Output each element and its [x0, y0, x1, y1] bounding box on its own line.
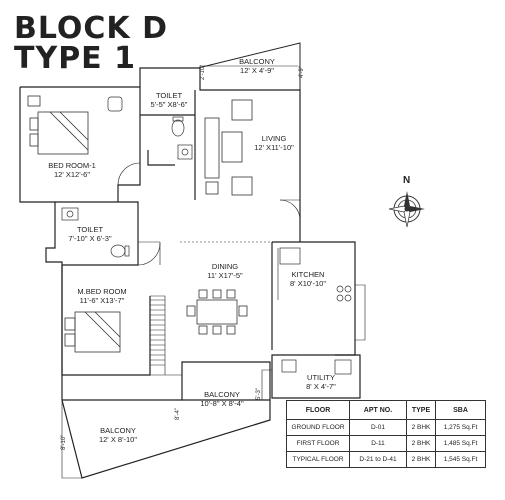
room-size: 12' X12'-6" [54, 170, 90, 179]
outer-wall [19, 87, 63, 400]
room-size: 12' X 4'-9" [240, 66, 274, 75]
wall [61, 265, 151, 376]
table-cell-type: 2 BHK [406, 435, 436, 452]
master-bed-furniture [64, 311, 121, 353]
room-size: 12' X11'-10" [254, 143, 294, 152]
area-table: FLOOR APT NO. TYPE SBA GROUND FLOOR D-01… [286, 400, 486, 468]
room-name: BALCONY [204, 390, 240, 399]
table-cell-apt: D-01 [349, 419, 407, 436]
dining-table [186, 289, 248, 335]
kitchen-fixtures [279, 247, 352, 375]
table-row: TYPICAL FLOOR D-21 to D-41 2 BHK 1,545 S… [286, 451, 486, 468]
north-label: N [403, 175, 411, 186]
room-name: BALCONY [100, 426, 136, 435]
balcony-top-outline [197, 42, 301, 90]
room-bedroom-1: BED ROOM-1 12' X12'-6" [32, 161, 112, 179]
room-toilet-2: TOILET 7'-10" X 6'-3" [60, 225, 120, 243]
table-cell-sba: 1,545 Sq.Ft [435, 451, 486, 468]
table-header: FLOOR [286, 400, 350, 420]
room-size: 7'-10" X 6'-3" [68, 234, 112, 243]
table-cell-floor: FIRST FLOOR [286, 435, 350, 452]
table-row: GROUND FLOOR D-01 2 BHK 1,275 Sq.Ft [286, 419, 486, 436]
table-cell-apt: D-21 to D-41 [349, 451, 407, 468]
table-cell-floor: GROUND FLOOR [286, 419, 350, 436]
toilet-fixtures [61, 96, 193, 258]
room-size: 11'-6" X13'-7" [79, 296, 125, 305]
table-cell-apt: D-11 [349, 435, 407, 452]
room-master-bedroom: M.BED ROOM 11'-6" X13'-7" [62, 287, 142, 305]
room-name: DINING [211, 262, 239, 271]
living-furniture [204, 99, 253, 196]
room-name: LIVING [261, 134, 287, 143]
wall [117, 87, 141, 202]
table-header: TYPE [406, 400, 436, 420]
dimension-label: 4'-9" [299, 66, 305, 78]
room-name: M.BED ROOM [77, 287, 127, 296]
compass-rose-icon [388, 191, 425, 228]
dimension-label: 5'-3" [256, 388, 262, 400]
room-living: LIVING 12' X11'-10" [244, 134, 304, 152]
room-balcony-top: BALCONY 12' X 4'-9" [222, 57, 292, 75]
table-header-row: FLOOR APT NO. TYPE SBA [286, 400, 486, 420]
table-cell-type: 2 BHK [406, 419, 436, 436]
room-size: 5'-5" X8'-6" [150, 100, 188, 109]
room-toilet-1: TOILET 5'-5" X8'-6" [142, 91, 196, 109]
room-size: 10'-8" X 8'-4" [200, 399, 244, 408]
wall [271, 354, 361, 399]
table-cell-type: 2 BHK [406, 451, 436, 468]
room-name: TOILET [155, 91, 183, 100]
table-header: SBA [435, 400, 486, 420]
room-name: UTILITY [307, 373, 335, 382]
table-cell-sba: 1,275 Sq.Ft [435, 419, 486, 436]
wall [147, 150, 175, 166]
bed-1-furniture [27, 95, 89, 155]
room-name: KITCHEN [291, 270, 325, 279]
room-size: 8' X 4'-7" [306, 382, 336, 391]
plan-title-line1: BLOCK D [14, 11, 169, 46]
room-name: BED ROOM-1 [48, 161, 96, 170]
room-size: 11' X17'-5" [207, 271, 243, 280]
room-size: 12' X 8'-10" [98, 435, 138, 444]
balcony-bottom-outline [61, 399, 271, 479]
room-kitchen: KITCHEN 8' X10'-10" [283, 270, 333, 288]
table-header: APT NO. [349, 400, 407, 420]
table-cell-floor: TYPICAL FLOOR [286, 451, 350, 468]
room-balcony-mid: BALCONY 10'-8" X 8'-4" [192, 390, 252, 408]
wall [272, 241, 356, 356]
table-row: FIRST FLOOR D-11 2 BHK 1,485 Sq.Ft [286, 435, 486, 452]
table-cell-sba: 1,485 Sq.Ft [435, 435, 486, 452]
dimension-label: 8'-10" [61, 434, 67, 450]
room-dining: DINING 11' X17'-5" [195, 262, 255, 280]
room-size: 8' X10'-10" [290, 279, 326, 288]
room-name: TOILET [76, 225, 104, 234]
room-name: BALCONY [239, 57, 275, 66]
room-utility: UTILITY 8' X 4'-7" [296, 373, 346, 391]
dimension-label: 8'-4" [175, 408, 181, 420]
wall [55, 201, 139, 266]
plan-title-line2: TYPE 1 [14, 41, 136, 76]
room-balcony-bottom: BALCONY 12' X 8'-10" [88, 426, 148, 444]
dimension-label: 2'-10" [200, 64, 206, 80]
